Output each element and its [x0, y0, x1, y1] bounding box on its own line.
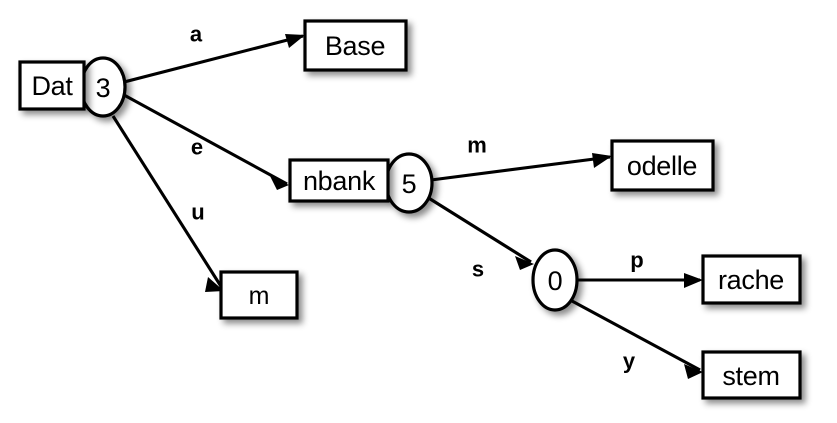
node-0-label: 0 [548, 266, 563, 296]
edge-y-arrowhead [684, 364, 703, 379]
node-stem-rect [701, 350, 802, 400]
node-0[interactable] [531, 248, 579, 312]
edge-m-arrowhead [592, 153, 612, 168]
node-stem-label: stem [722, 361, 779, 391]
edge-a-line [123, 34, 304, 84]
edge-m[interactable] [430, 153, 612, 182]
edge-label-s: s [472, 257, 484, 282]
node-dat[interactable] [18, 60, 86, 111]
edge-p-arrowhead [684, 273, 703, 288]
edge-e[interactable] [123, 93, 289, 190]
node-base-label: Base [325, 31, 385, 61]
edge-label-u: u [191, 200, 204, 225]
edge-u[interactable] [111, 115, 224, 292]
node-m-leaf[interactable] [219, 270, 299, 320]
edge-s-arrowhead [515, 256, 534, 270]
edge-u-arrowhead [205, 277, 224, 292]
node-5-label: 5 [402, 169, 417, 199]
node-rache[interactable] [701, 254, 802, 305]
node-m-leaf-rect [219, 270, 299, 320]
node-stem[interactable] [701, 350, 802, 400]
edge-label-m: m [467, 133, 487, 158]
edge-e-arrowhead [270, 176, 289, 190]
edge-a[interactable] [123, 34, 305, 84]
node-m-leaf-label: m [249, 282, 270, 310]
node-odelle-label: odelle [627, 151, 697, 181]
edge-p[interactable] [577, 273, 703, 288]
node-3-label: 3 [96, 73, 111, 103]
edge-e-line [123, 93, 288, 186]
edge-s[interactable] [426, 195, 534, 270]
node-odelle-rect [610, 139, 715, 192]
edges-layer [111, 34, 703, 379]
edge-y[interactable] [571, 299, 703, 379]
node-dat-rect [18, 60, 86, 111]
edge-s-line [426, 195, 532, 264]
edge-y-line [571, 299, 701, 372]
edge-label-p: p [630, 248, 643, 273]
node-rache-rect [701, 254, 802, 305]
node-nbank-rect [288, 158, 390, 203]
node-rache-label: rache [718, 265, 784, 295]
edge-labels-layer: a e u m s p y [190, 22, 644, 374]
edge-label-e: e [191, 135, 203, 160]
edge-label-y: y [623, 349, 636, 374]
node-dat-label: Dat [31, 71, 73, 101]
node-odelle[interactable] [610, 139, 715, 192]
node-nbank[interactable] [288, 158, 390, 203]
edge-a-arrowhead [285, 34, 305, 48]
node-base[interactable] [303, 19, 408, 72]
node-nbank-label: nbank [303, 166, 376, 196]
node-0-ellipse [531, 248, 579, 312]
edge-m-line [430, 155, 611, 182]
edge-label-a: a [190, 22, 203, 47]
edge-u-line [111, 115, 224, 289]
node-base-rect [303, 19, 408, 72]
